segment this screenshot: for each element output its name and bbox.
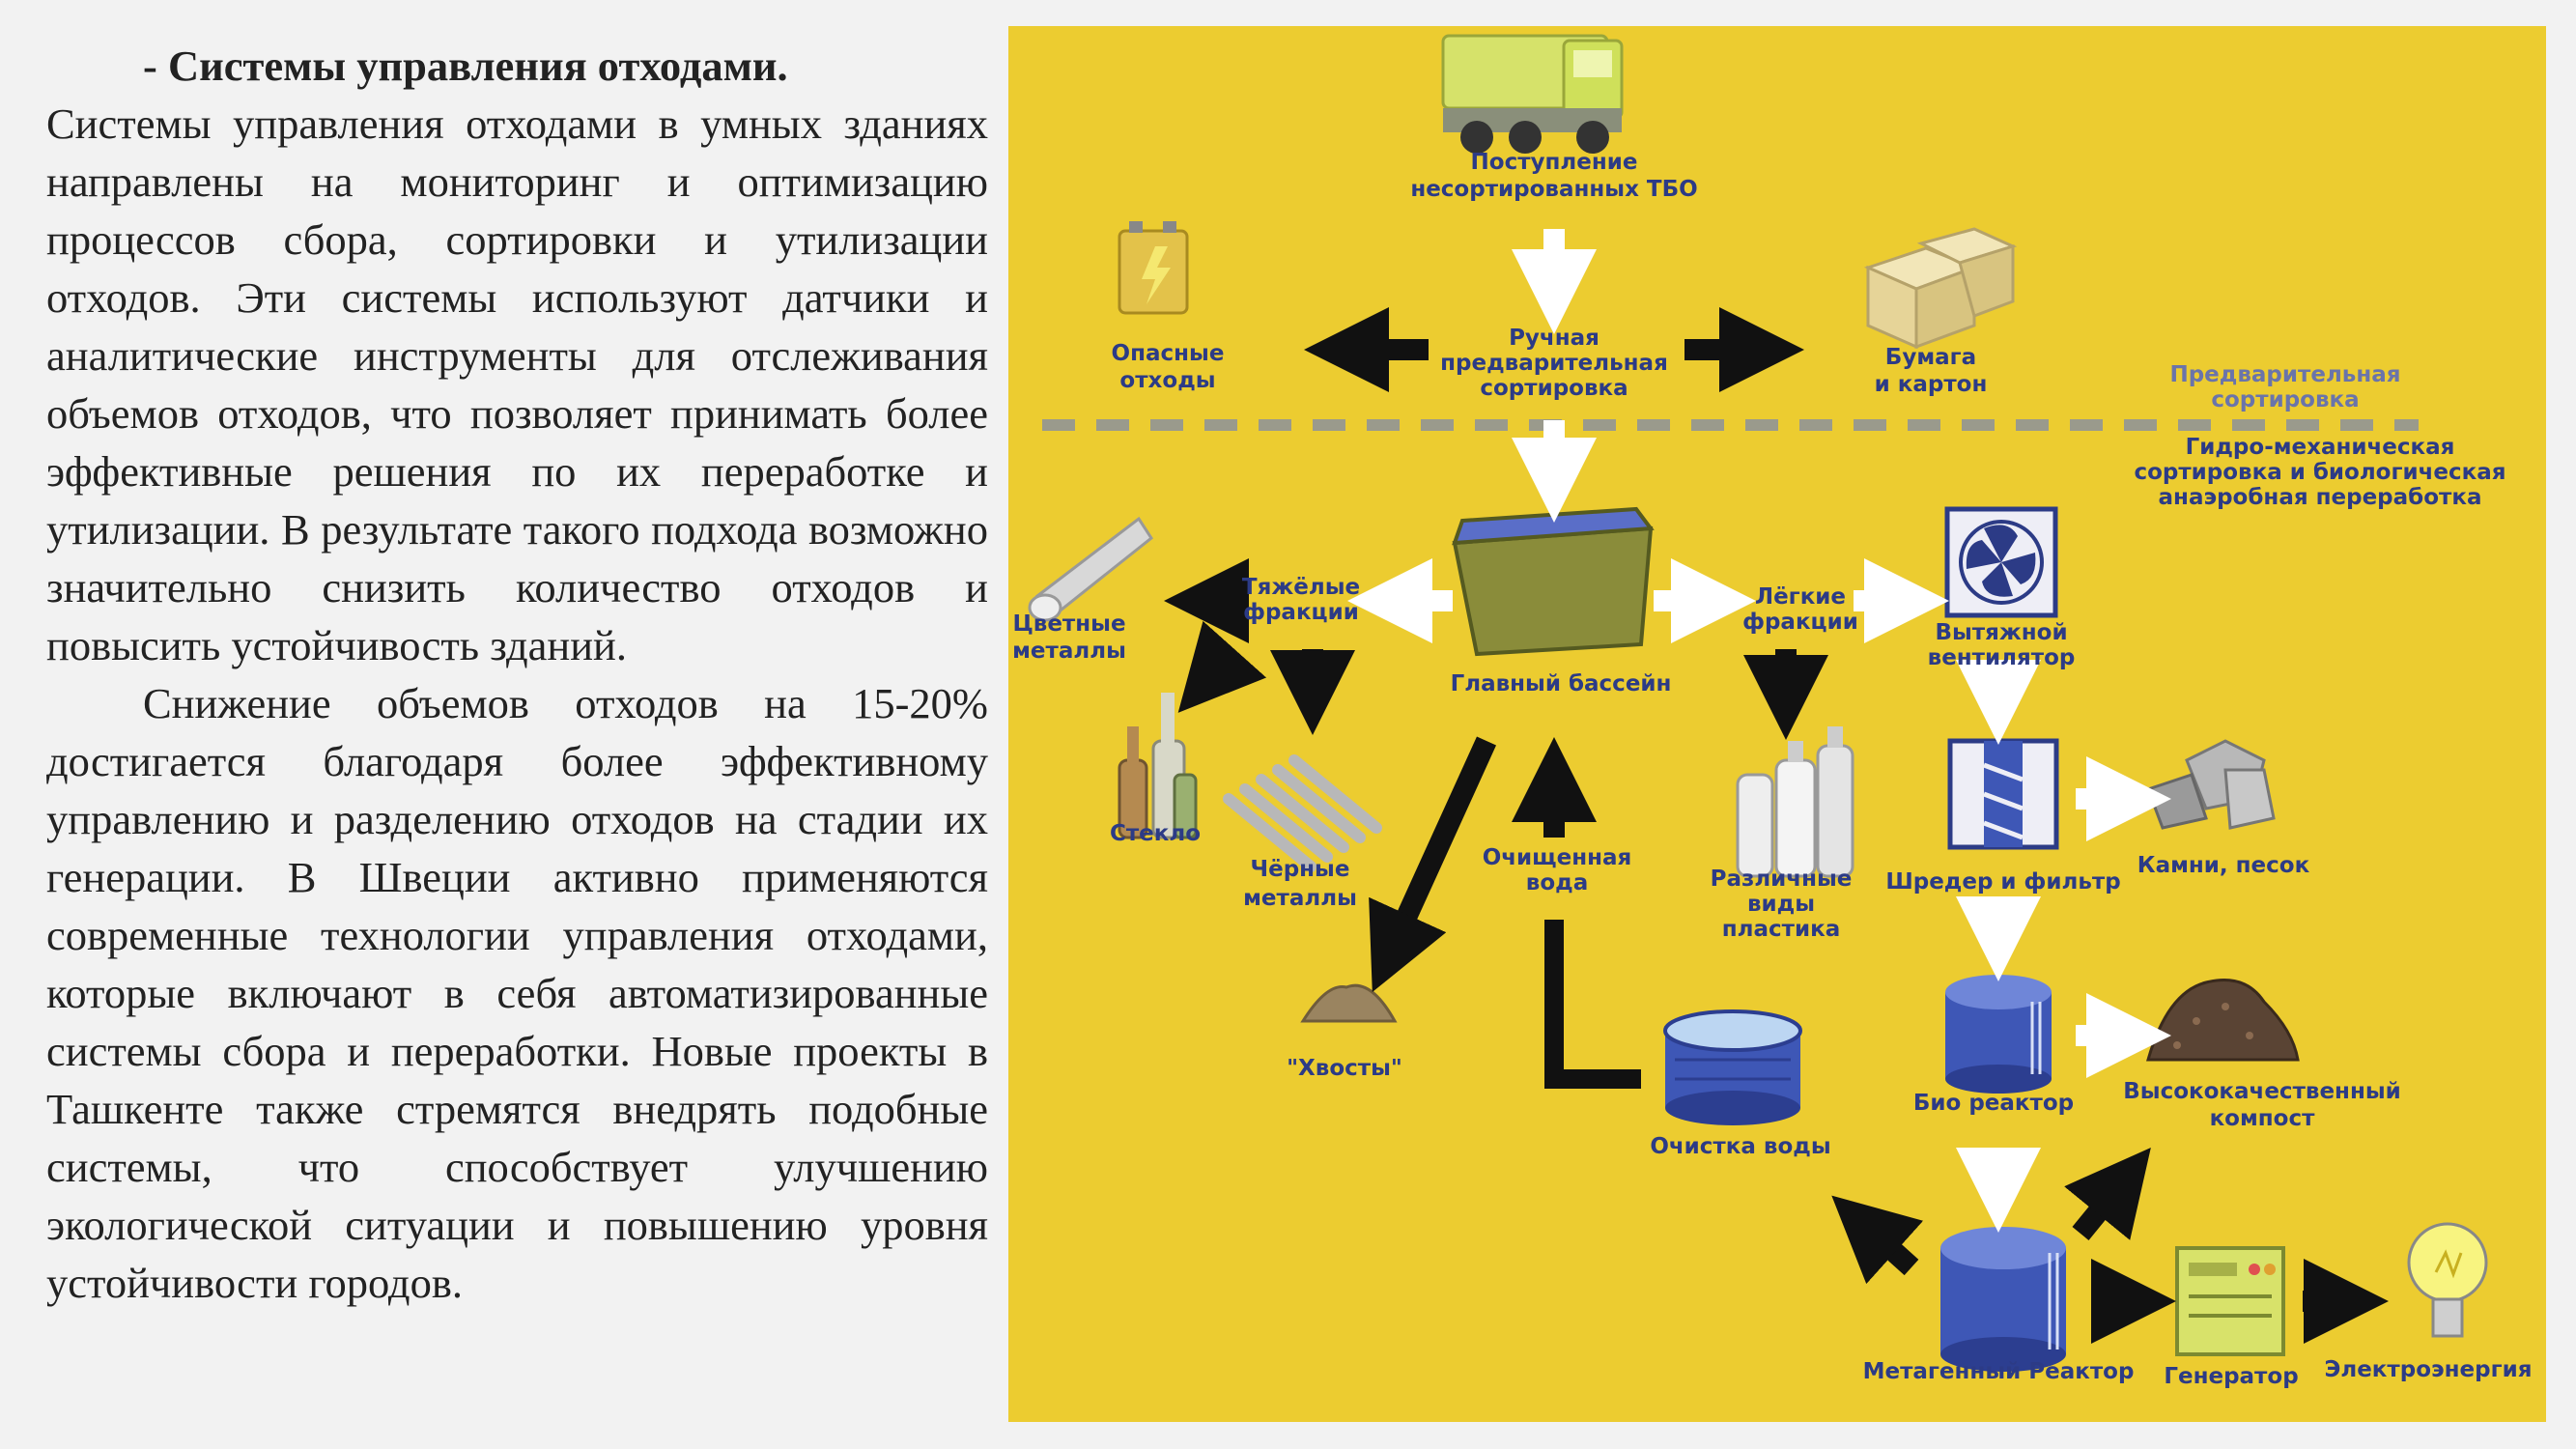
label-tails: "Хвосты"	[1287, 1056, 1402, 1081]
label-stones: Камни, песок	[2137, 853, 2310, 878]
label-electricity: Электроэнергия	[2324, 1357, 2532, 1382]
label-bioreactor: Био реактор	[1913, 1091, 2074, 1116]
fan-icon	[1944, 506, 2058, 618]
stones-icon	[2146, 739, 2276, 830]
label-shredder: Шредер и фильтр	[1885, 869, 2120, 895]
bottles-icon	[1118, 693, 1198, 839]
boxes-icon	[1863, 227, 2018, 350]
bins-icon	[1452, 506, 1655, 657]
rebar-icon	[1223, 754, 1382, 872]
compost-icon	[2146, 979, 2300, 1062]
plastic-bottles-icon	[1736, 726, 1854, 878]
shredder-icon	[1947, 738, 2059, 850]
pipes-icon	[1028, 516, 1154, 622]
label-methane-reactor: Метагенный Реактор	[1863, 1359, 2135, 1384]
generator-icon	[2175, 1246, 2285, 1356]
battery-icon	[1118, 221, 1189, 315]
lightbulb-icon	[2407, 1222, 2488, 1338]
bioreactor-icon	[1945, 975, 2052, 1094]
heading-line: - Системы управления отходами.	[46, 37, 988, 95]
arrows-white	[1347, 229, 2171, 1233]
truck-icon	[1441, 34, 1624, 154]
arrows-black	[1164, 307, 2389, 1344]
methane-reactor-icon	[1940, 1227, 2066, 1372]
label-water-treatment: Очистка воды	[1650, 1134, 1830, 1159]
paragraph-1: Системы управления отходами в умных здан…	[46, 99, 988, 669]
label-glass: Стекло	[1110, 821, 1201, 846]
label-main-pool: Главный бассейн	[1451, 671, 1672, 696]
text-column: - Системы управления отходами. Системы у…	[46, 37, 988, 1312]
sand-pile-icon	[1300, 983, 1398, 1023]
label-generator: Генератор	[2164, 1364, 2298, 1389]
section-heading: - Системы управления отходами.	[143, 42, 788, 90]
paragraph-2: Снижение объемов отходов на 15-20% дости…	[46, 679, 988, 1307]
water-tank-icon	[1663, 1009, 1802, 1125]
